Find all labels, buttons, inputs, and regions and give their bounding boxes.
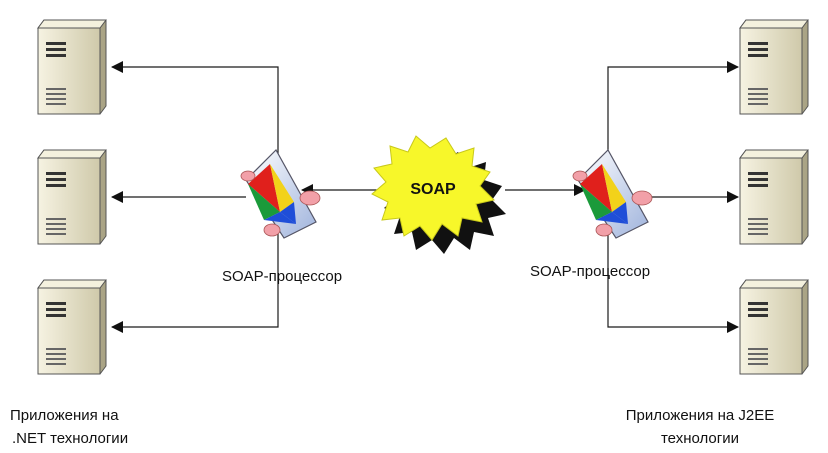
connector-left-bottom xyxy=(111,232,279,333)
connector-right-bottom xyxy=(607,232,739,333)
left-connectors xyxy=(111,61,385,333)
right-connectors xyxy=(505,61,739,333)
connector-right-top xyxy=(607,61,739,160)
server-right-top xyxy=(739,19,809,115)
server-left-bottom xyxy=(37,279,107,375)
soap-hub-label: SOAP xyxy=(410,181,456,198)
left-caption-line1: Приложения на xyxy=(10,407,119,424)
soap-burst xyxy=(371,135,495,241)
soap-hub: SOAP xyxy=(371,135,506,254)
server-right-middle xyxy=(739,149,809,245)
soap-processor-left-label: SOAP-процессор xyxy=(222,268,342,285)
right-caption-line2: технологии xyxy=(661,430,739,447)
soap-processor-left-icon xyxy=(240,149,321,239)
server-left-top xyxy=(37,19,107,115)
soap-processor-right-icon xyxy=(572,149,653,239)
server-left-middle xyxy=(37,149,107,245)
right-caption-line1: Приложения на J2EE xyxy=(626,407,775,424)
soap-processor-right-label: SOAP-процессор xyxy=(530,263,650,280)
server-right-bottom xyxy=(739,279,809,375)
left-caption-line2: .NET технологии xyxy=(12,430,128,447)
connector-left-top xyxy=(111,61,279,160)
